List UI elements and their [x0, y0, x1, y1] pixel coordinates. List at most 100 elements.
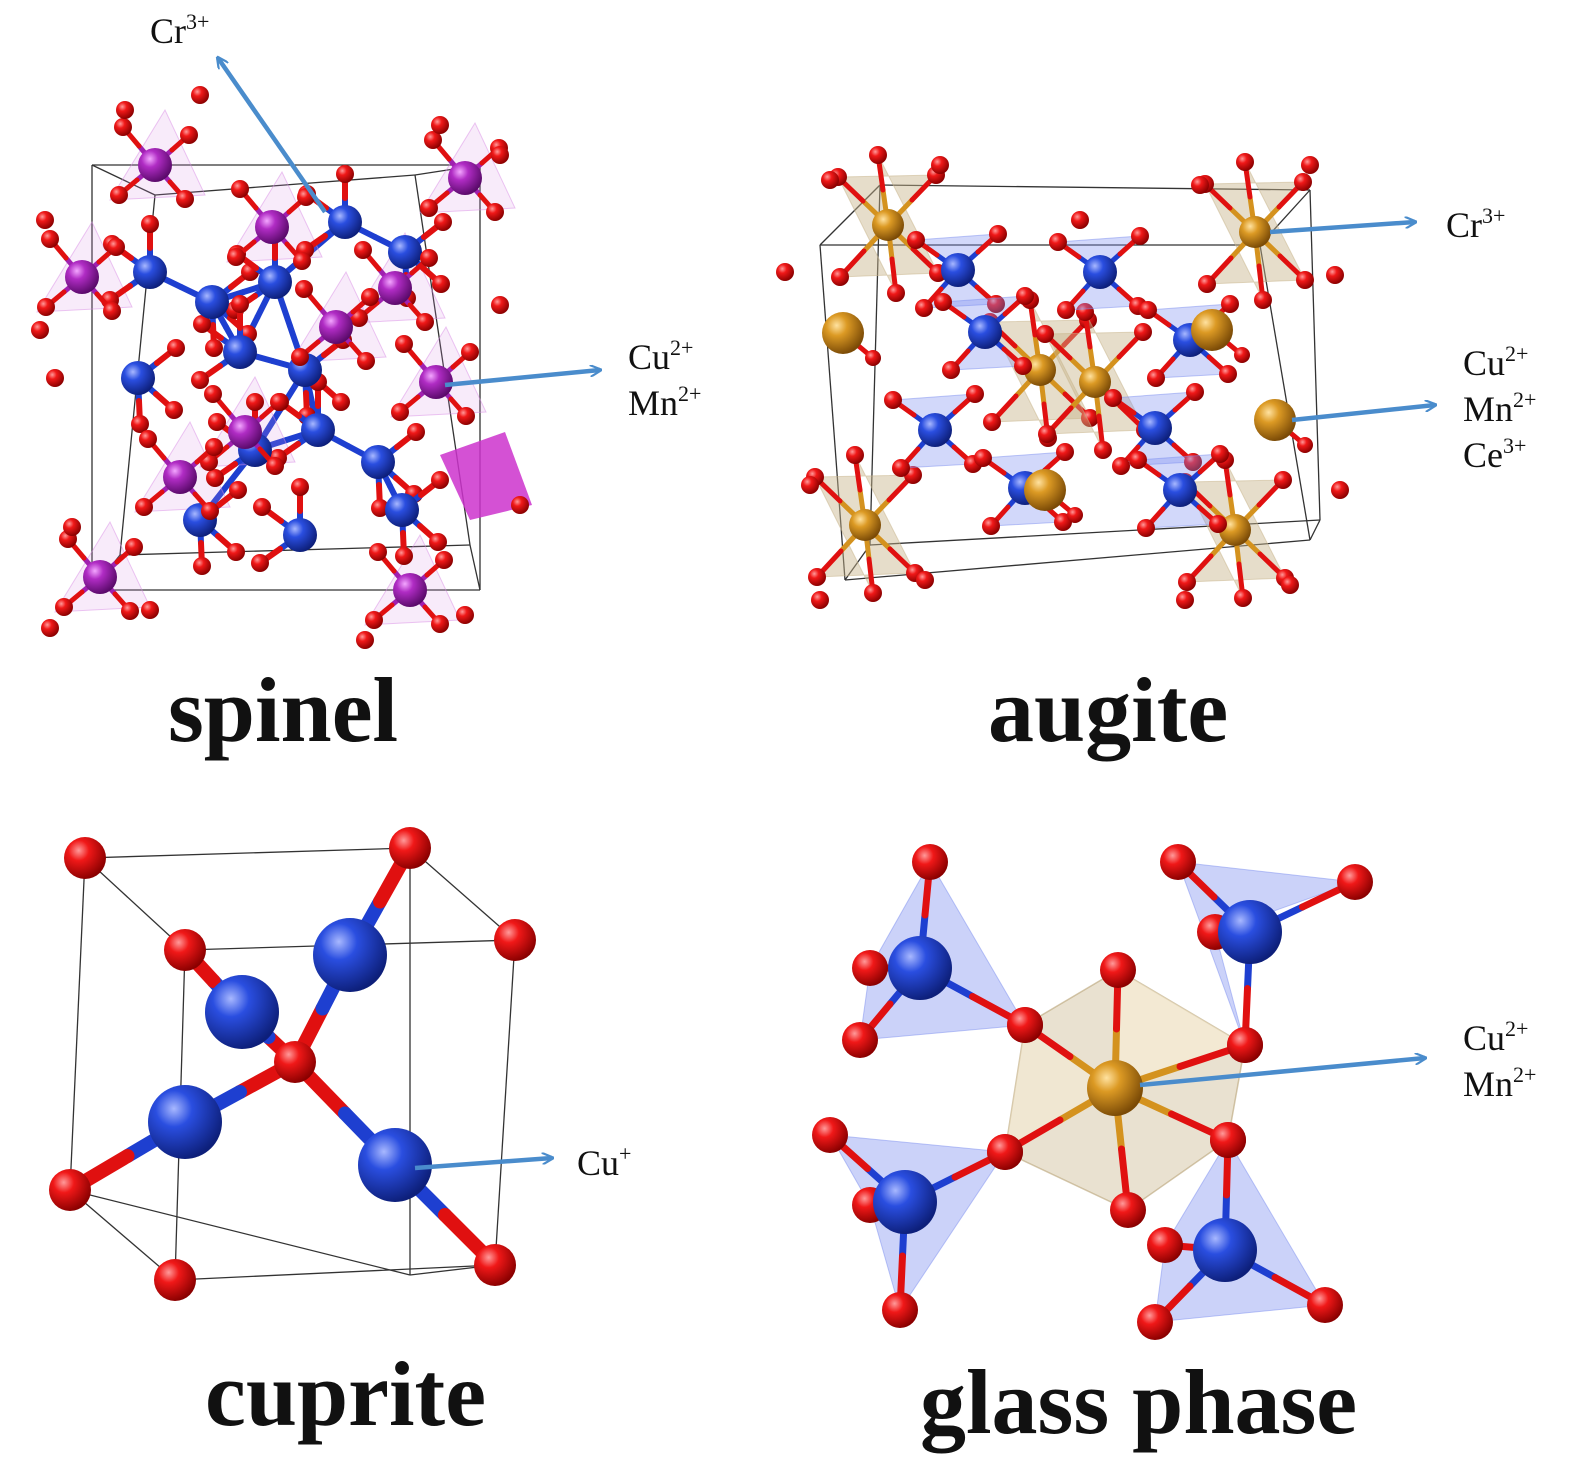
- oxygen-atom: [1104, 389, 1122, 407]
- oxygen-atom: [356, 631, 374, 649]
- augite-structure: [776, 146, 1435, 609]
- ion-charge: 3+: [1482, 203, 1506, 228]
- oxygen-atom: [141, 601, 159, 619]
- oxygen-atom: [135, 498, 153, 516]
- oxygen-atom: [293, 252, 311, 270]
- ion-label-line: Ce3+: [1463, 432, 1536, 478]
- oxygen-atom: [1191, 176, 1209, 194]
- oxygen-atom: [892, 459, 910, 477]
- ion-charge: 2+: [1513, 1062, 1537, 1087]
- oxygen-atom: [231, 295, 249, 313]
- oxygen-atom: [432, 275, 450, 293]
- unit-cell-edge: [91, 164, 156, 196]
- oxygen-atom: [494, 919, 536, 961]
- oxygen-atom: [253, 498, 271, 516]
- oxygen-atom: [1281, 576, 1299, 594]
- oxygen-atom: [1176, 591, 1194, 609]
- oxygen-atom: [1071, 211, 1089, 229]
- ion-charge: 2+: [670, 335, 694, 360]
- oxygen-atom: [1274, 471, 1292, 489]
- oxygen-atom: [987, 1134, 1023, 1170]
- oxygen-atom: [131, 415, 149, 433]
- augite-label-cr: Cr3+: [1446, 202, 1505, 248]
- oxygen-atom: [227, 543, 245, 561]
- oxygen-atom: [801, 476, 819, 494]
- ion-symbol: Cu: [1463, 1018, 1506, 1058]
- ion-label-line: Mn2+: [1463, 1061, 1536, 1107]
- oxygen-atom: [141, 215, 159, 233]
- ion-label-line: Mn2+: [628, 380, 701, 426]
- oxygen-atom: [270, 393, 288, 411]
- oxygen-atom: [983, 413, 1001, 431]
- oxygen-atom: [934, 293, 952, 311]
- blue-cation-atom: [301, 413, 335, 447]
- blue-cation-atom: [223, 335, 257, 369]
- oxygen-atom: [125, 538, 143, 556]
- blue-cation-atom: [1218, 900, 1282, 964]
- oxygen-atom: [1076, 303, 1094, 321]
- ion-charge: 3+: [186, 9, 210, 34]
- oxygen-atom: [1294, 173, 1312, 191]
- oxygen-atom: [491, 296, 509, 314]
- oxygen-atom: [205, 339, 223, 357]
- blue-cation-atom: [1138, 411, 1172, 445]
- oxygen-atom: [811, 591, 829, 609]
- oxygen-atom: [164, 929, 206, 971]
- gold-cation-atom: [822, 312, 864, 354]
- oxygen-atom: [407, 423, 425, 441]
- oxygen-atom: [1254, 291, 1272, 309]
- oxygen-atom: [420, 249, 438, 267]
- blue-cation-atom: [195, 285, 229, 319]
- gold-cation-atom: [849, 509, 881, 541]
- oxygen-atom: [37, 298, 55, 316]
- ion-charge: 2+: [678, 381, 702, 406]
- ion-label-line: Cr3+: [1446, 202, 1505, 248]
- purple-cation-atom: [255, 210, 289, 244]
- unit-cell-edge: [69, 1189, 411, 1276]
- oxygen-atom: [116, 101, 134, 119]
- oxygen-atom: [139, 430, 157, 448]
- blue-cation-atom: [1083, 255, 1117, 289]
- oxygen-atom: [474, 1244, 516, 1286]
- cuprite-structure: [49, 827, 552, 1301]
- blue-cation-atom: [918, 413, 952, 447]
- ion-charge: 2+: [1513, 387, 1537, 412]
- unit-cell-edge: [819, 184, 881, 246]
- oxygen-atom: [1036, 325, 1054, 343]
- oxygen-atom: [434, 213, 452, 231]
- oxygen-atom: [429, 533, 447, 551]
- unit-cell-edge: [84, 847, 411, 859]
- unit-cell-edge: [879, 184, 1311, 191]
- oxygen-atom: [251, 554, 269, 572]
- purple-cation-atom: [419, 365, 453, 399]
- purple-cation-atom: [319, 310, 353, 344]
- oxygen-atom: [486, 203, 504, 221]
- oxygen-atom: [121, 602, 139, 620]
- unit-cell-edge: [84, 857, 186, 951]
- blue-cation-atom: [941, 253, 975, 287]
- oxygen-atom: [457, 407, 475, 425]
- oxygen-atom: [1137, 1304, 1173, 1340]
- unit-cell-edge: [69, 1189, 176, 1281]
- oxygen-atom: [176, 190, 194, 208]
- oxygen-atom: [1236, 153, 1254, 171]
- ion-symbol: Mn: [1463, 1064, 1514, 1104]
- oxygen-atom: [461, 343, 479, 361]
- oxygen-atom: [154, 1259, 196, 1301]
- gold-cation-atom: [1024, 354, 1056, 386]
- oxygen-atom: [491, 146, 509, 164]
- blue-cation-atom: [1193, 1218, 1257, 1282]
- oxygen-atom: [291, 348, 309, 366]
- oxygen-atom: [1007, 1007, 1043, 1043]
- augite-label-cu-mn-ce: Cu2+Mn2+Ce3+: [1463, 340, 1536, 478]
- oxygen-atom: [1178, 573, 1196, 591]
- blue-cation-atom: [328, 205, 362, 239]
- oxygen-atom: [1049, 233, 1067, 251]
- oxygen-atom: [884, 391, 902, 409]
- oxygen-atom: [1326, 266, 1344, 284]
- oxygen-atom: [1160, 844, 1196, 880]
- oxygen-atom: [55, 598, 73, 616]
- oxygen-atom: [942, 361, 960, 379]
